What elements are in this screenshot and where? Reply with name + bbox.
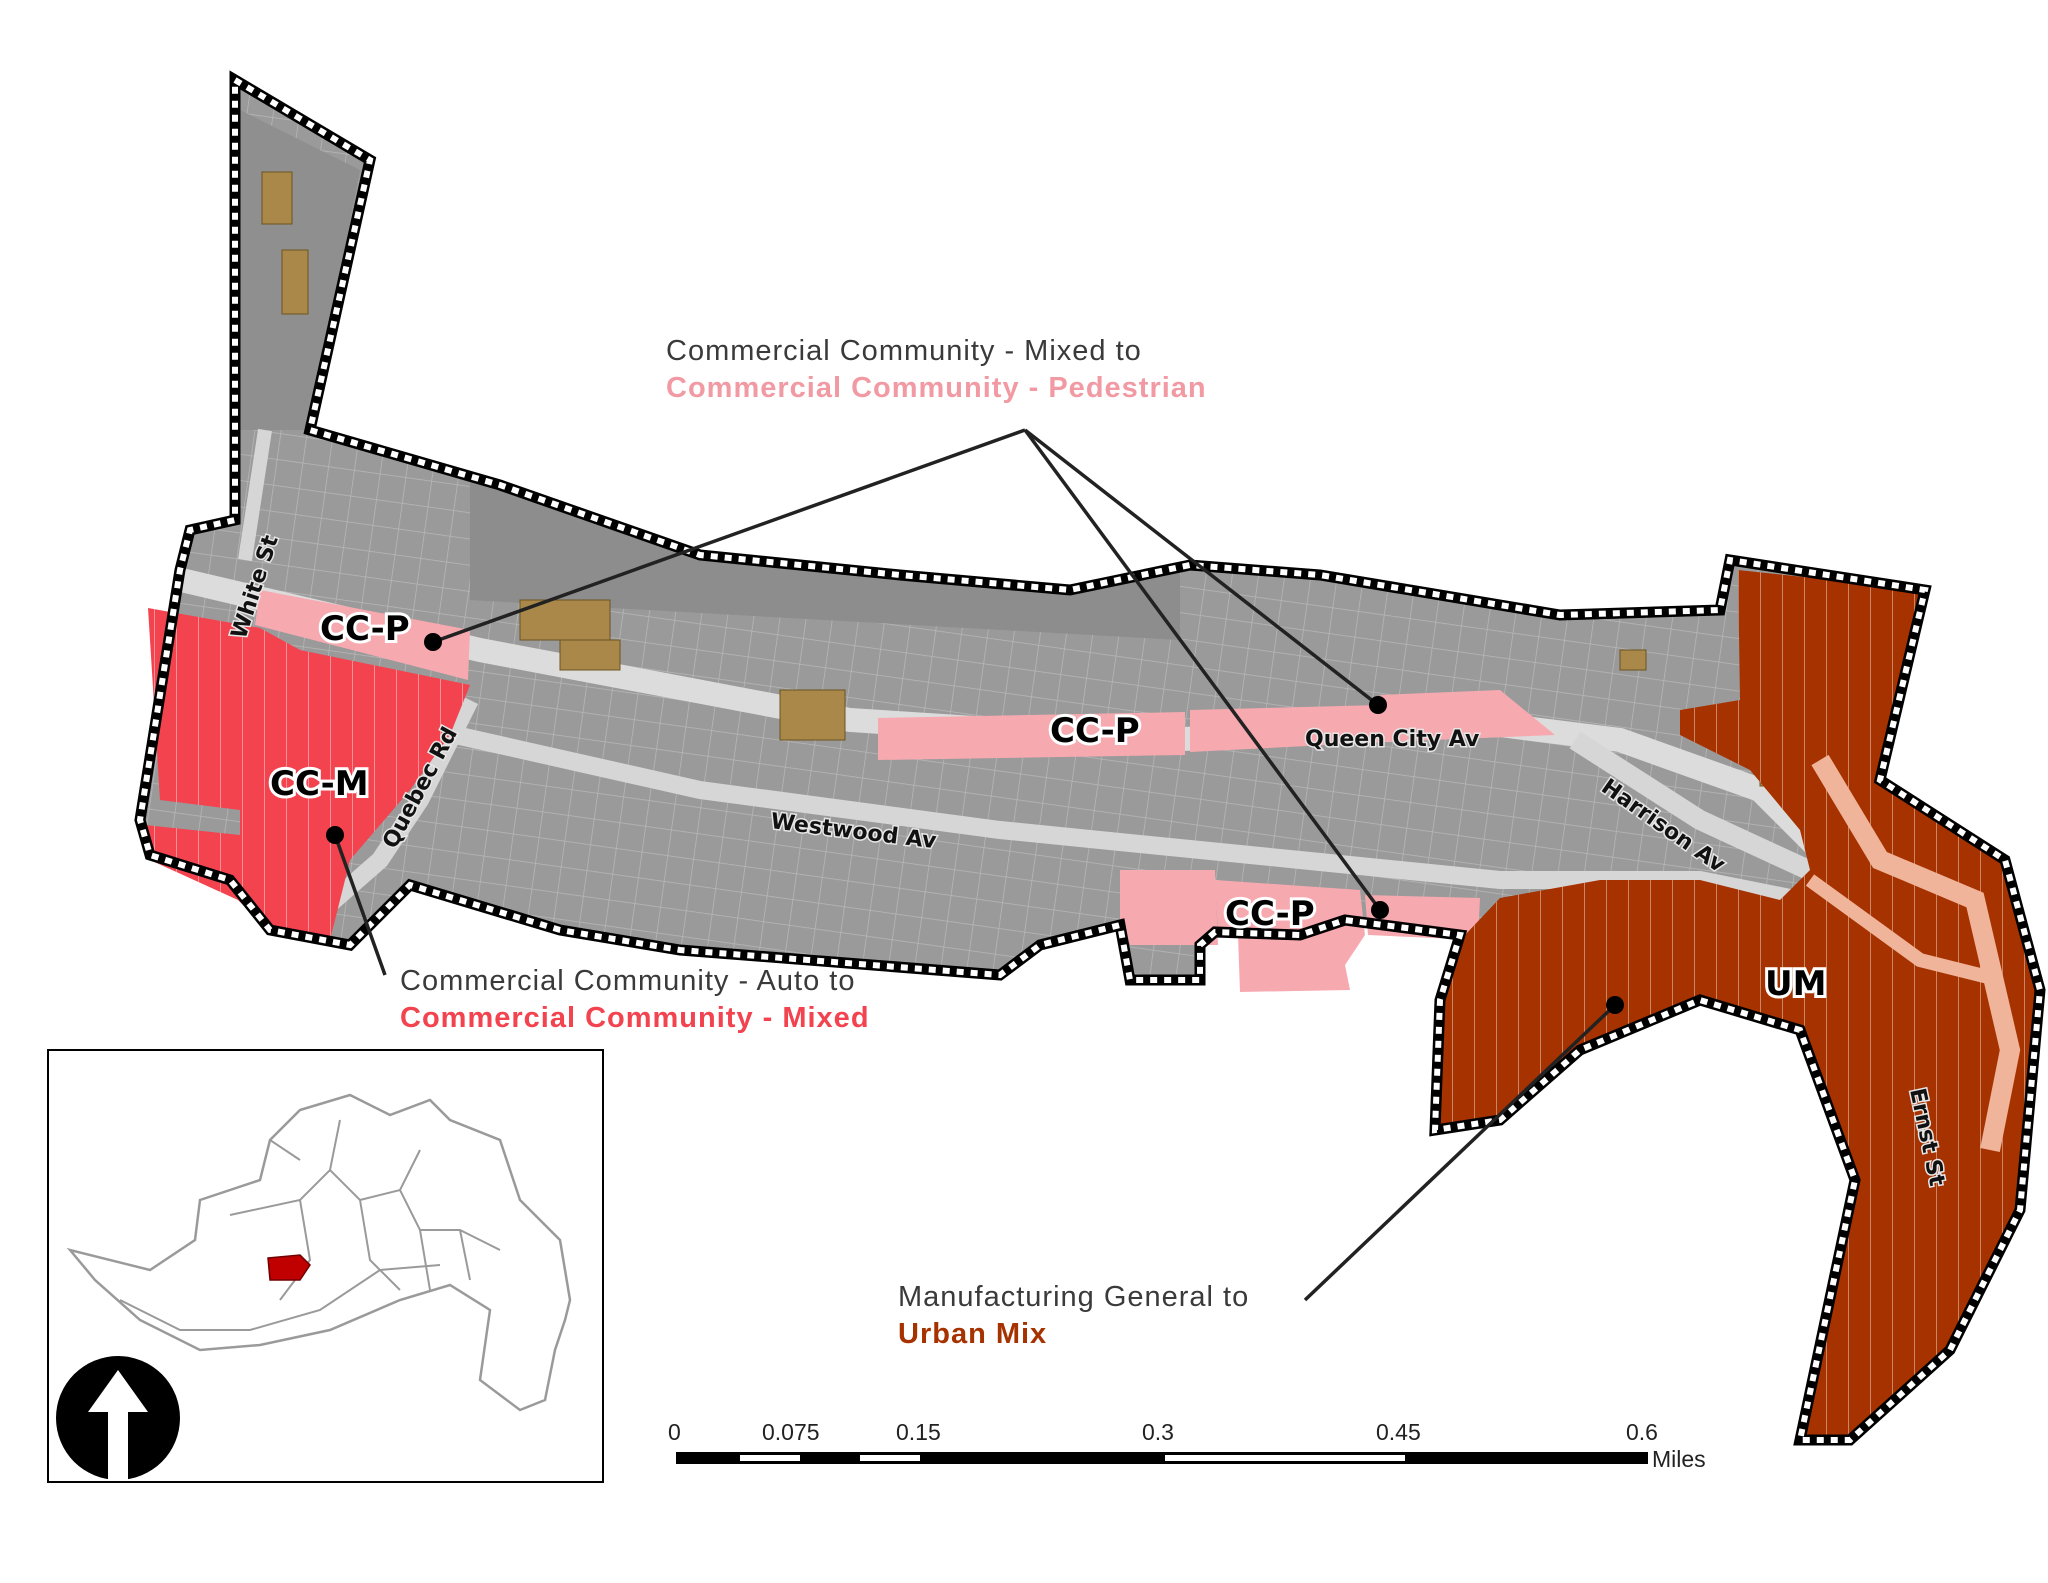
study-area-boundary [134,70,2046,1446]
callout-urban-mix-from: Manufacturing General to [898,1281,1249,1313]
zone-label-cc-p-1: CC-P [320,609,410,649]
street-label-queen-city-av: Queen City Av [1305,727,1480,752]
scale-tick-0-45: 0.45 [1376,1419,1421,1445]
callout-pedestrian-to: Commercial Community - Pedestrian [666,372,1207,404]
zone-label-cc-m: CC-M [270,764,369,804]
callout-points [326,633,1624,1014]
callout-urban-mix-to: Urban Mix [898,1318,1047,1350]
scale-tick-0-3: 0.3 [1142,1419,1174,1445]
scale-tick-0-075: 0.075 [762,1419,820,1445]
zone-cc-m-area [145,608,470,940]
scale-bar: 0 0.075 0.15 0.3 0.45 0.6 Miles [668,1419,1706,1472]
scale-unit-label: Miles [1652,1446,1706,1472]
scale-tick-0-15: 0.15 [896,1419,941,1445]
zone-cc-p-area-white-st [255,590,470,680]
callout-mixed-to: Commercial Community - Mixed [400,1002,870,1034]
zone-label-um: UM [1765,964,1826,1004]
zone-label-cc-p-2: CC-P [1050,711,1140,751]
callout-leader-lines [333,428,1617,1302]
scale-tick-0-6: 0.6 [1626,1419,1658,1445]
zone-cc-p-area-queen-city [878,690,1555,760]
north-arrow-icon [56,1356,180,1480]
scale-tick-0: 0 [668,1419,681,1445]
zone-label-cc-p-3: CC-P [1225,894,1315,934]
callout-pedestrian-from: Commercial Community - Mixed to [666,335,1142,367]
callout-mixed-from: Commercial Community - Auto to [400,965,855,997]
